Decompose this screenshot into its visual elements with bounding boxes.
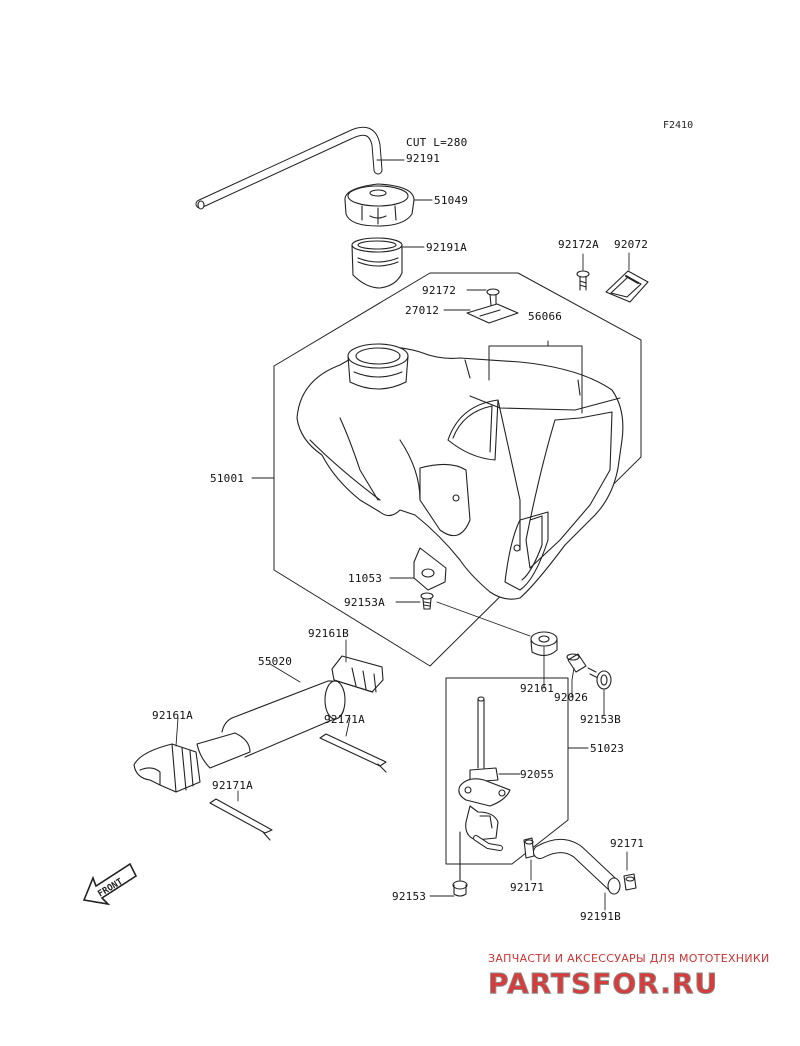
part-label-92191[interactable]: 92191 (406, 152, 441, 165)
part-label-51001[interactable]: 51001 (210, 472, 245, 485)
part-label-92026[interactable]: 92026 (554, 691, 589, 704)
pad-92161a (133, 743, 201, 793)
part-label-11053[interactable]: 11053 (348, 572, 383, 585)
fuel-cock-outline (445, 677, 569, 865)
watermark-logo-text: PARTSFOR.RU (488, 967, 718, 1000)
part-label-56066[interactable]: 56066 (528, 310, 563, 323)
watermark-tagline: ЗАПЧАСТИ И АКСЕССУАРЫ ДЛЯ МОТОТЕХНИКИ (488, 952, 770, 965)
strap-92171a-right (319, 733, 387, 773)
bracket-27012 (466, 303, 519, 324)
bolt-92153a (420, 592, 434, 610)
part-label-92171a-left[interactable]: 92171A (212, 779, 253, 792)
bolt-92153b (587, 667, 612, 690)
part-label-92072[interactable]: 92072 (614, 238, 649, 251)
part-label-92191b[interactable]: 92191B (580, 910, 621, 923)
part-label-92153a[interactable]: 92153A (344, 596, 385, 609)
part-label-92171-right[interactable]: 92171 (610, 837, 645, 850)
part-label-92172[interactable]: 92172 (422, 284, 457, 297)
part-label-92171a-right[interactable]: 92171A (324, 713, 365, 726)
clip-92171-right (623, 873, 637, 891)
part-label-92153b[interactable]: 92153B (580, 713, 621, 726)
part-label-51023[interactable]: 51023 (590, 742, 625, 755)
collar-92026 (566, 653, 587, 673)
part-label-92161b[interactable]: 92161B (308, 627, 349, 640)
front-arrow: FRONT (82, 862, 138, 906)
clip-92072 (605, 270, 649, 303)
part-label-92172a[interactable]: 92172A (558, 238, 599, 251)
hose-92191b (533, 839, 621, 895)
breather-hose (195, 126, 383, 210)
bolt-92172a (576, 270, 590, 291)
cap-gasket (351, 237, 403, 289)
part-label-92171-center[interactable]: 92171 (510, 881, 545, 894)
pad-92161b (331, 655, 384, 693)
fuel-tank (296, 343, 624, 600)
part-label-92191a[interactable]: 92191A (426, 241, 467, 254)
bolt-92172 (486, 288, 500, 306)
valve-plate-11053 (413, 547, 447, 591)
part-label-92161[interactable]: 92161 (520, 682, 555, 695)
fuel-cap (344, 183, 415, 227)
tube-55020 (196, 680, 346, 769)
strap-92171a-left (209, 798, 273, 841)
part-label-27012[interactable]: 27012 (405, 304, 440, 317)
cut-length-note: CUT L=280 (406, 136, 468, 149)
part-label-92161a[interactable]: 92161A (152, 709, 193, 722)
watermark-logo: PARTSFOR.RU (486, 966, 786, 1004)
diagram-ref: F2410 (663, 120, 694, 131)
part-label-92153[interactable]: 92153 (392, 890, 427, 903)
part-label-55020[interactable]: 55020 (258, 655, 293, 668)
part-label-92055[interactable]: 92055 (520, 768, 555, 781)
fuel-cock (458, 696, 511, 851)
tank-assembly-outline (273, 272, 642, 667)
part-label-51049[interactable]: 51049 (434, 194, 469, 207)
bolt-92153 (452, 831, 468, 897)
clip-92171-center (523, 837, 535, 859)
